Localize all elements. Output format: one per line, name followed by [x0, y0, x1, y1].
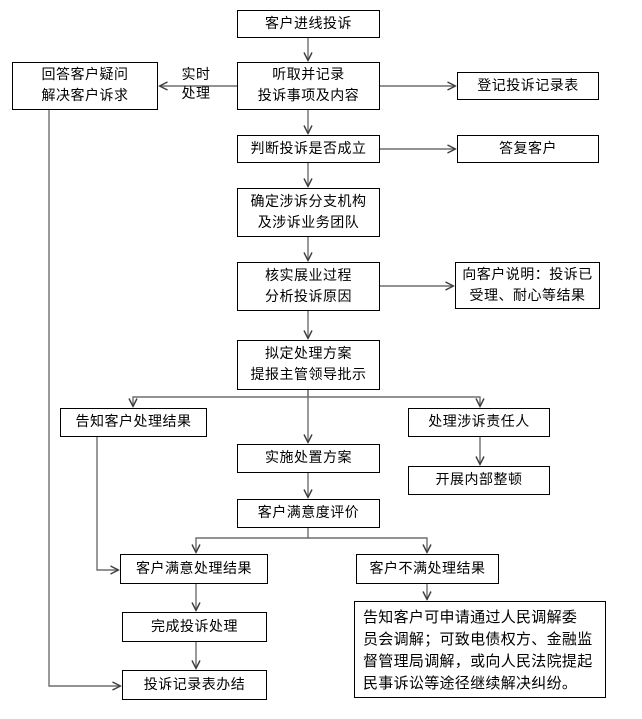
edge-label-realtime-handling: 实时 处理	[181, 67, 211, 102]
flow-node-further-dispute-options: 告知客户可申请通过人民调解委 员会调解；可致电债权方、金融监 督管理局调解，或向…	[354, 601, 606, 698]
flow-edge-answer-to-closed	[48, 110, 120, 686]
flow-node-dissatisfied-result: 客户不满处理结果	[356, 554, 499, 584]
flow-node-satisfied-result: 客户满意处理结果	[120, 554, 268, 584]
flow-node-internal-rectification: 开展内部整顿	[408, 466, 550, 495]
flow-edge-draft-branch-right	[308, 396, 480, 406]
flow-node-inform-result: 告知客户处理结果	[60, 408, 207, 437]
flow-node-draft-plan-approval: 拟定处理方案 提报主管领导批示	[237, 340, 380, 390]
flow-node-determine-branch-team: 确定涉诉分支机构 及涉诉业务团队	[237, 188, 380, 237]
flow-node-judge-validity: 判断投诉是否成立	[237, 135, 380, 163]
flow-node-register-record-form: 登记投诉记录表	[457, 72, 599, 100]
flow-edge-inform-to-satisfied	[96, 437, 118, 570]
flow-node-reply-customer: 答复客户	[457, 135, 599, 163]
flow-node-listen-and-record: 听取并记录 投诉事项及内容	[237, 62, 380, 110]
flow-node-implement-plan: 实施处置方案	[237, 444, 380, 473]
flow-node-handle-responsible: 处理涉诉责任人	[408, 408, 550, 437]
flow-edge-draft-branch-left	[133, 390, 309, 406]
flow-node-answer-resolve: 回答客户疑问 解决客户诉求	[12, 62, 158, 110]
flow-edge-evaluate-branch-left	[196, 528, 309, 552]
flow-node-verify-analyze-cause: 核实展业过程 分析投诉原因	[237, 262, 380, 311]
flow-node-satisfaction-evaluation: 客户满意度评价	[237, 499, 380, 528]
flow-node-customer-call-in: 客户进线投诉	[237, 10, 380, 38]
flow-node-complete-handling: 完成投诉处理	[122, 612, 267, 642]
flow-node-explain-accepted: 向客户说明：投诉已 受理、耐心等结果	[455, 262, 600, 309]
flow-edge-evaluate-branch-right	[308, 537, 427, 552]
flow-node-record-form-closed: 投诉记录表办结	[122, 670, 267, 700]
